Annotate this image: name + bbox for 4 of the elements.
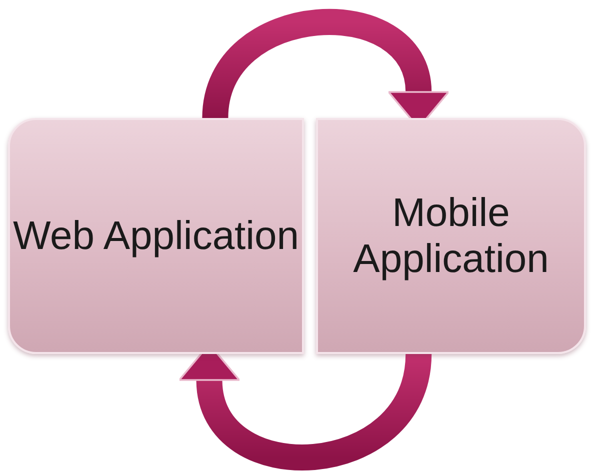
box-label: Web Application	[12, 213, 300, 259]
box-label: Mobile Application	[352, 190, 550, 282]
rounded-box	[8, 118, 304, 354]
rounded-box	[316, 118, 586, 354]
